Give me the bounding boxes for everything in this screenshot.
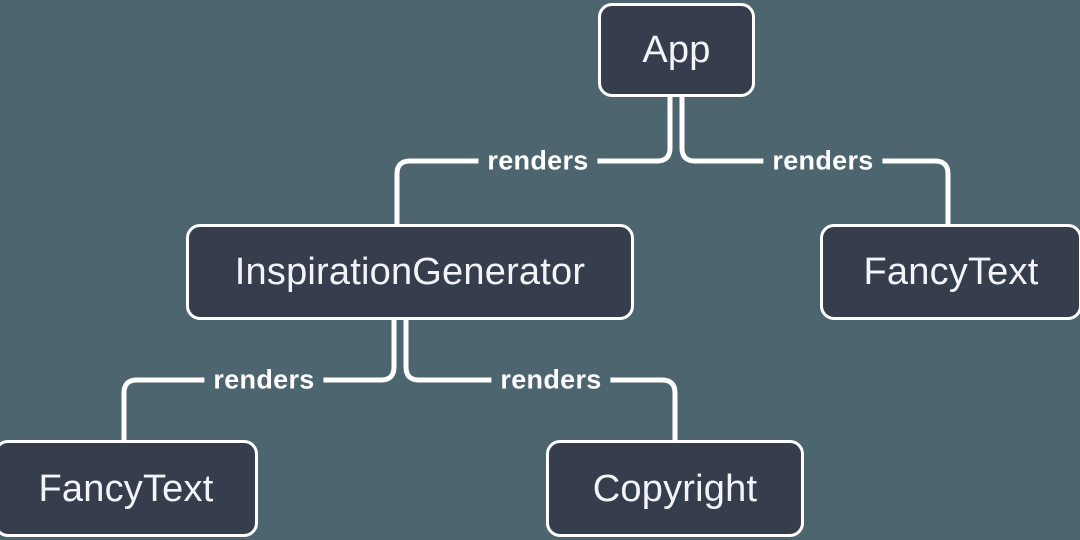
node-inspiration-generator[interactable]: InspirationGenerator [186,224,634,320]
edge-label-inspiration-generator-to-copyright: renders [491,366,611,394]
node-copyright[interactable]: Copyright [546,440,804,537]
node-inspiration-generator-label: InspirationGenerator [234,251,586,293]
node-fancytext-bottom[interactable]: FancyText [0,440,258,537]
edge-label-inspiration-generator-to-fancytext: renders [204,366,324,394]
node-copyright-label: Copyright [592,467,758,510]
node-fancytext-right-label: FancyText [863,251,1039,293]
node-fancytext-bottom-label: FancyText [38,467,214,510]
edge-label-app-to-inspiration-generator: renders [478,147,598,175]
node-fancytext-right[interactable]: FancyText [820,224,1080,320]
edge-label-app-to-fancytext: renders [763,147,883,175]
node-app[interactable]: App [598,3,755,97]
node-app-label: App [642,29,711,71]
